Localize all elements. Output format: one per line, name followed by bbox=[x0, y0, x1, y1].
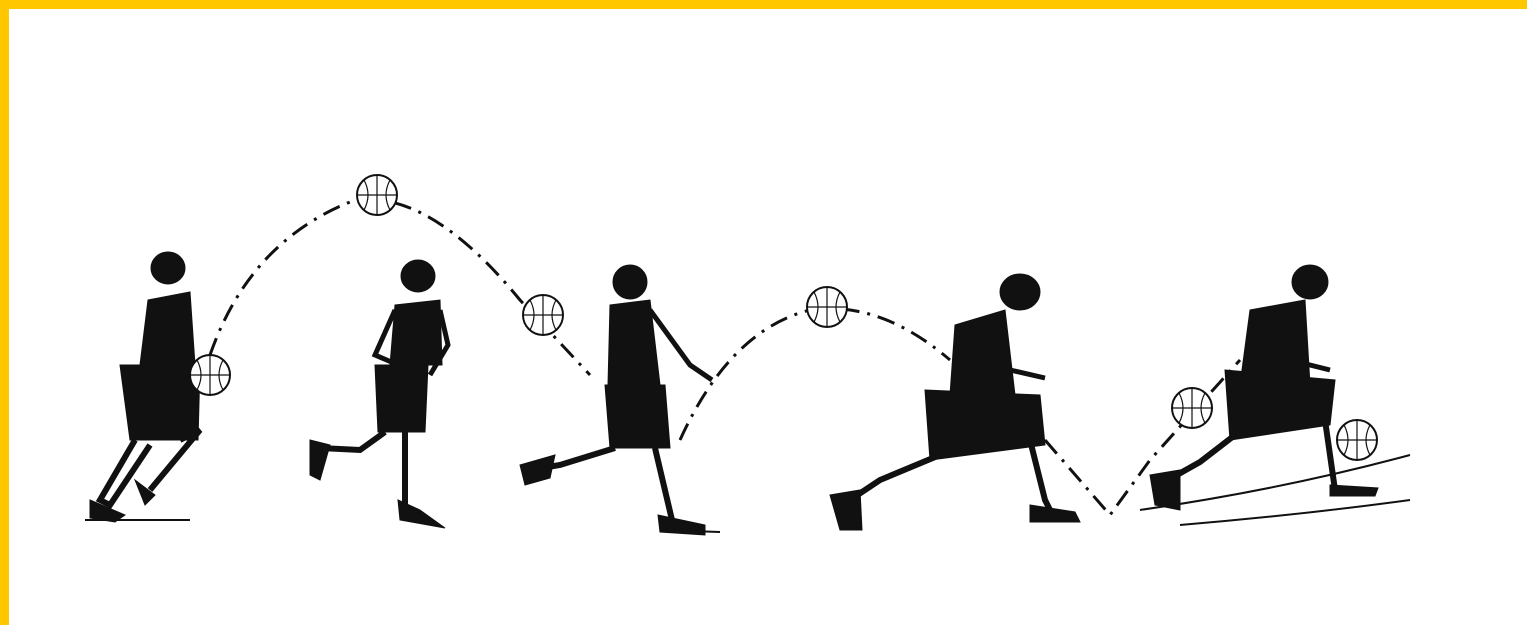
basketball-apex-2 bbox=[807, 287, 847, 327]
basketball-held bbox=[190, 355, 230, 395]
basketball-descending bbox=[523, 295, 563, 335]
trajectory-arc-2 bbox=[680, 309, 950, 440]
basketball-bounce bbox=[1172, 388, 1212, 428]
floor-lines bbox=[85, 455, 1410, 532]
player-2 bbox=[310, 260, 448, 528]
player-1 bbox=[90, 252, 205, 522]
basketball-dribble bbox=[1337, 420, 1377, 460]
basketball-apex-1 bbox=[357, 175, 397, 215]
player-5 bbox=[1150, 265, 1378, 510]
player-4 bbox=[830, 274, 1080, 530]
ball-trajectory bbox=[210, 199, 1240, 515]
trajectory-arc-3 bbox=[1045, 360, 1240, 515]
